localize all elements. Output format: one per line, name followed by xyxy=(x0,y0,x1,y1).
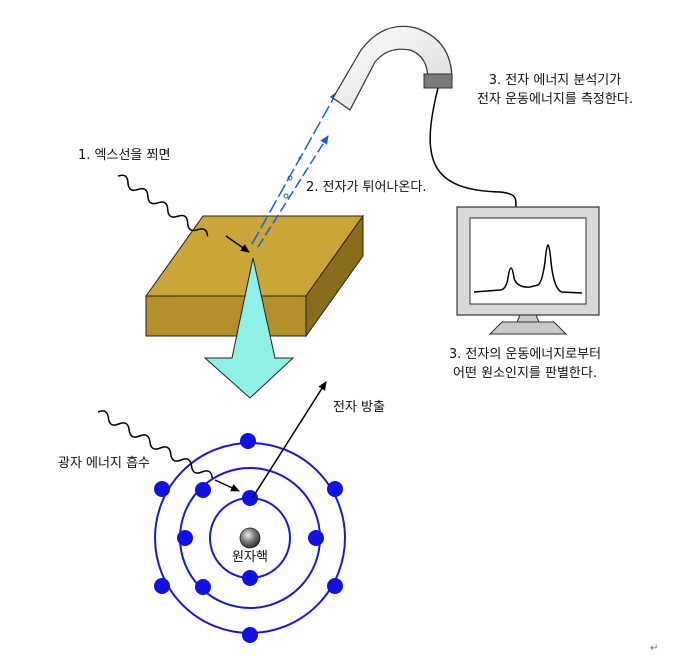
spectrum-line xyxy=(473,244,583,294)
xray-arrow xyxy=(225,235,250,253)
photon-arrow xyxy=(214,479,240,492)
electron xyxy=(240,433,256,449)
electron xyxy=(242,627,258,643)
label-step1: 1. 엑스선을 쬐면 xyxy=(78,148,170,163)
monitor-screen xyxy=(469,217,587,305)
monitor-stand xyxy=(488,321,568,335)
electron xyxy=(242,570,258,586)
nucleus-sphere xyxy=(239,527,261,549)
electron xyxy=(154,578,170,594)
sample-side-face xyxy=(305,214,364,338)
label-photon-absorption: 광자 에너지 흡수 xyxy=(58,456,150,471)
transition-arrow xyxy=(203,257,295,399)
sample-front-face xyxy=(145,295,307,337)
label-step3-analyzer-line2: 전자 운동에너지를 측정한다. xyxy=(477,92,633,107)
analyzer-detector xyxy=(423,73,453,89)
electron xyxy=(177,530,193,546)
electron xyxy=(154,481,170,497)
electron xyxy=(327,578,343,594)
emission-arrow xyxy=(252,381,327,498)
monitor xyxy=(456,206,600,335)
electron xyxy=(308,530,324,546)
electron xyxy=(327,481,343,497)
monitor-neck xyxy=(516,314,540,323)
electron-beam xyxy=(251,91,338,248)
corner-mark: ↵ xyxy=(650,643,658,654)
photon-wave xyxy=(97,410,214,479)
analyzer-tube xyxy=(332,25,453,111)
label-step3-identify-line1: 3. 전자의 운동에너지로부터 xyxy=(449,347,601,362)
label-electron-emission: 전자 방출 xyxy=(333,400,385,415)
label-nucleus: 원자핵 xyxy=(232,550,268,565)
electron-energy-analyzer xyxy=(332,25,517,213)
electron xyxy=(242,490,258,506)
atom-model xyxy=(154,433,346,643)
electron xyxy=(195,482,211,498)
label-step3-identify-line2: 어떤 원소인지를 판별한다. xyxy=(453,366,597,381)
label-step2: 2. 전자가 튀어나온다. xyxy=(306,180,426,195)
analyzer-cable xyxy=(429,87,517,213)
xray-wave xyxy=(117,174,209,237)
electron xyxy=(195,579,211,595)
label-step3-analyzer-line1: 3. 전자 에너지 분석기가 xyxy=(489,73,621,88)
